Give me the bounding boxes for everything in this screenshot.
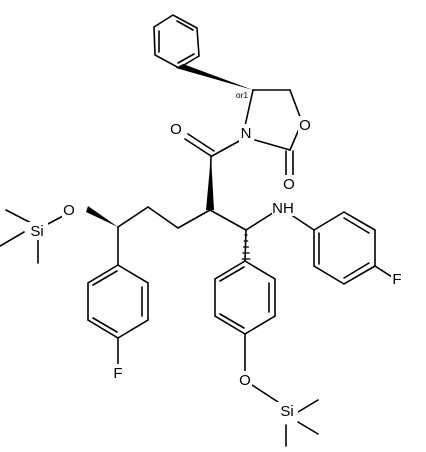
bottom-trimethylsilyl (285, 399, 319, 447)
stereo-annotation-or1: or1 (236, 90, 249, 100)
stereo-wedge-alpha-carbon (206, 156, 214, 210)
atom-oxygen-silyl-bottom: O (239, 372, 251, 389)
atom-oxygen-oxazolidinone-carbonyl: O (283, 176, 295, 193)
bottom-silyloxyphenyl-ring (214, 260, 279, 403)
atom-oxygen-silyl-left: O (63, 202, 75, 219)
right-fluoroaniline-ring (289, 211, 393, 285)
central-chain (117, 206, 277, 266)
atom-silicon-left: Si (30, 223, 43, 240)
atom-silicon-bottom: Si (280, 403, 293, 420)
stereo-wedge-phenyl (176, 64, 253, 90)
atom-nitrogen-oxazolidinone: N (241, 125, 252, 142)
atom-oxygen-ring: O (299, 117, 311, 134)
stereo-hash-benzylic-carbon (241, 234, 251, 260)
left-fluorophenyl-ring (87, 264, 149, 367)
atom-oxygen-carbonyl: O (170, 121, 182, 138)
atom-nitrogen-amine: NH (272, 200, 294, 217)
oxazolidinone-ring (244, 89, 303, 179)
atom-fluorine-right: F (392, 271, 401, 288)
acyl-carbonyl (184, 133, 242, 197)
atom-fluorine-left: F (113, 365, 122, 382)
stereo-wedge-silyloxy-carbon (86, 206, 118, 227)
phenyl-ring (153, 14, 200, 69)
